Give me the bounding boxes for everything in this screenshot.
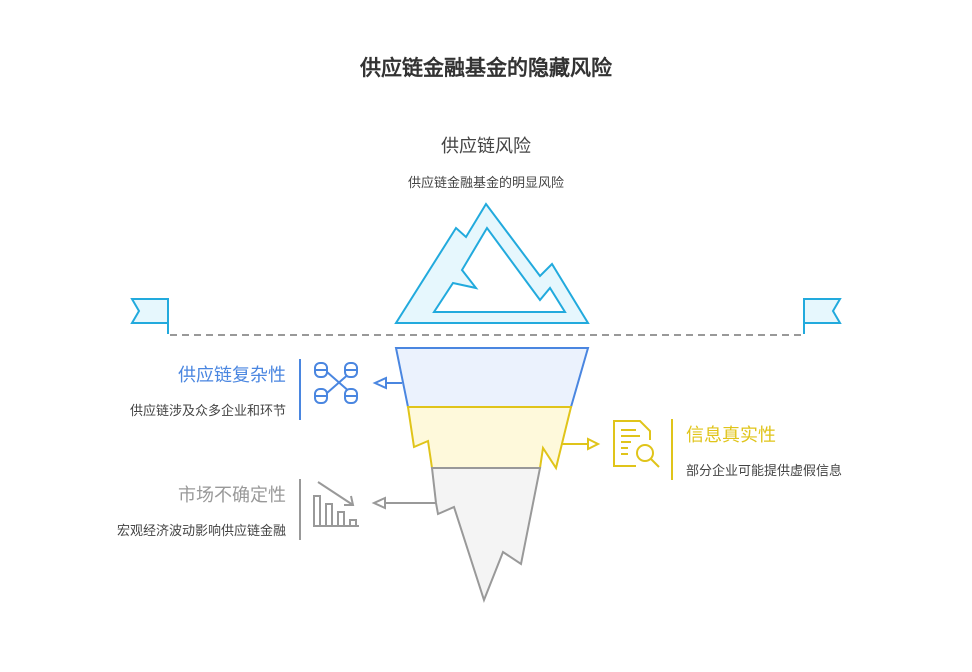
top-description: 供应链金融基金的明显风险 [407, 176, 564, 191]
complexity-heading: 供应链复杂性 [178, 365, 286, 386]
authenticity-desc: 部分企业可能提供虚假信息 [686, 464, 843, 479]
declining-chart-icon [313, 481, 359, 527]
uncertainty-desc: 宏观经济波动影响供应链金融 [116, 524, 286, 539]
top-heading: 供应链风险 [441, 136, 531, 157]
arrow-authenticity [561, 437, 601, 451]
band-authenticity [406, 406, 573, 471]
right-flag-icon [803, 298, 842, 334]
arrow-complexity [372, 376, 402, 390]
band-complexity [394, 347, 590, 408]
band-uncertainty [430, 467, 542, 603]
left-flag-icon [130, 298, 169, 334]
uncertainty-heading: 市场不确定性 [178, 485, 286, 506]
authenticity-heading: 信息真实性 [686, 425, 776, 446]
iceberg-tip [394, 202, 590, 324]
arrow-uncertainty [371, 496, 436, 510]
complexity-desc: 供应链涉及众多企业和环节 [129, 404, 286, 419]
page-title: 供应链金融基金的隐藏风险 [360, 56, 612, 80]
database-network-icon [314, 362, 358, 404]
document-search-icon [613, 420, 660, 468]
